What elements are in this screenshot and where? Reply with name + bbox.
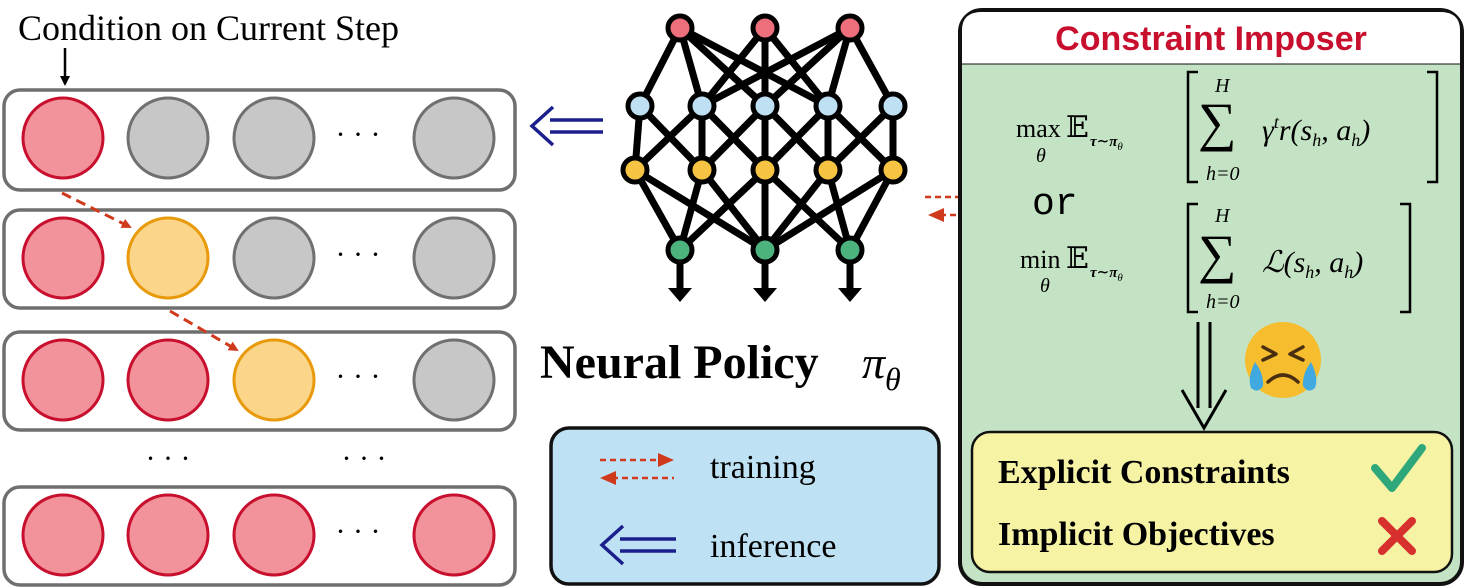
token-generated — [412, 493, 496, 577]
row-ellipsis: · · · — [336, 360, 381, 393]
svg-text:τ∼πθ: τ∼πθ — [1090, 134, 1123, 153]
crying-face-icon — [1245, 322, 1321, 398]
legend-box: training inference — [549, 426, 941, 586]
row-ellipsis: · · · — [336, 118, 381, 151]
svg-text:h=0: h=0 — [1206, 163, 1240, 185]
token-future — [412, 216, 496, 300]
gap-ellipsis: · · · — [342, 442, 387, 475]
token-generated — [126, 338, 210, 422]
svg-text:h=0: h=0 — [1206, 291, 1240, 313]
token-future — [232, 216, 316, 300]
explicit-constraints-label: Explicit Constraints — [998, 454, 1290, 491]
svg-text:∑: ∑ — [1198, 92, 1237, 152]
token-future — [232, 96, 316, 180]
svg-text:θ: θ — [1036, 145, 1046, 167]
svg-text:θ: θ — [1040, 275, 1050, 297]
policy-symbol: πθ — [862, 337, 901, 397]
token-generated — [232, 493, 316, 577]
sequence-row-4: · · · — [2, 485, 517, 587]
token-generated — [21, 216, 105, 300]
sequence-row-1: · · · — [2, 88, 517, 192]
or-label: or — [1032, 183, 1078, 226]
token-generated — [21, 338, 105, 422]
svg-text:∑: ∑ — [1198, 224, 1237, 284]
token-current — [232, 338, 316, 422]
sequence-row-3: · · · — [2, 330, 517, 432]
imposer-title: Constraint Imposer — [1055, 20, 1367, 58]
token-future — [126, 96, 210, 180]
min-objective-formula: min θ 𝔼 τ∼πθ H ∑ h=0 ℒ(sh, ah) — [1020, 202, 1412, 314]
policy-label: Neural Policy — [540, 336, 819, 389]
sequence-caption: Condition on Current Step — [18, 8, 399, 48]
inference-arrow — [529, 105, 603, 147]
sequence-row-2: · · · — [2, 208, 517, 310]
legend-training-icon — [600, 453, 674, 485]
svg-text:𝔼: 𝔼 — [1066, 242, 1089, 275]
gap-ellipsis: · · · — [146, 442, 191, 475]
svg-text:τ∼πθ: τ∼πθ — [1090, 265, 1123, 284]
legend-inference-icon — [599, 524, 676, 566]
legend-training-label: training — [710, 449, 816, 486]
neural-network-icon — [620, 13, 908, 302]
token-current — [126, 216, 210, 300]
legend-inference-label: inference — [710, 528, 836, 565]
check-icon — [1371, 444, 1426, 492]
svg-text:γtr(sh, ah): γtr(sh, ah) — [1262, 112, 1370, 150]
svg-text:H: H — [1214, 205, 1231, 227]
step-transition-arrow — [169, 309, 239, 352]
svg-text:max: max — [1016, 114, 1061, 143]
implicit-objectives-label: Implicit Objectives — [998, 516, 1275, 553]
constraint-result-box: Explicit Constraints Implicit Objectives — [970, 430, 1454, 574]
row-ellipsis: · · · — [336, 515, 381, 548]
cross-icon — [1378, 517, 1416, 555]
svg-text:ℒ(sh, ah): ℒ(sh, ah) — [1262, 246, 1363, 282]
token-future — [412, 338, 496, 422]
svg-text:min: min — [1020, 245, 1060, 274]
max-objective-formula: max θ 𝔼 τ∼πθ H ∑ h=0 γtr(sh, ah) — [1016, 70, 1439, 185]
token-future — [412, 96, 496, 180]
step-transition-arrow — [61, 191, 132, 229]
row-ellipsis: · · · — [336, 238, 381, 271]
svg-text:𝔼: 𝔼 — [1066, 111, 1089, 144]
svg-text:H: H — [1214, 75, 1231, 97]
token-generated — [126, 493, 210, 577]
implies-arrow — [1180, 322, 1228, 431]
token-current — [21, 96, 105, 180]
token-generated — [21, 493, 105, 577]
